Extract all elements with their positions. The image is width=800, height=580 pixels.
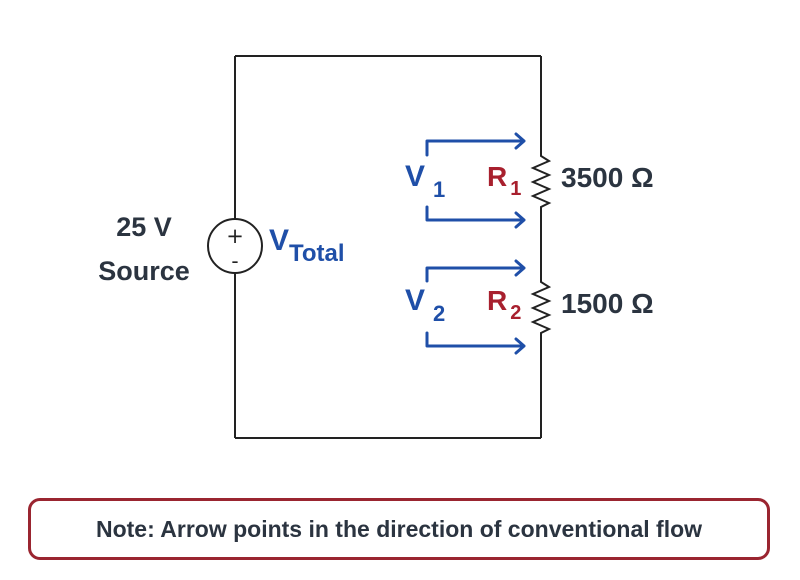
source-plus-sign: + <box>226 224 244 248</box>
note-box: Note: Arrow points in the direction of c… <box>28 498 770 560</box>
v1-arrows <box>425 132 526 229</box>
r2-symbol: R <box>487 285 507 316</box>
voltage-source: + - <box>207 218 263 274</box>
r1-value-label: 3500 Ω <box>561 162 654 193</box>
v2-arrows <box>425 259 526 355</box>
r1-subscript: 1 <box>510 178 521 200</box>
v1-bottom-arrow <box>425 205 526 229</box>
note-text: Note: Arrow points in the direction of c… <box>95 515 703 542</box>
source-voltage-label: 25 V <box>116 212 172 242</box>
v2-symbol: V <box>405 284 425 317</box>
resistor-r2-icon <box>530 276 552 338</box>
r2-value-label: 1500 Ω <box>561 288 654 319</box>
vtotal-symbol: V <box>269 224 289 257</box>
resistor-r1-icon <box>530 150 552 212</box>
v2-top-arrow <box>425 259 526 283</box>
v1-subscript: 1 <box>433 177 445 202</box>
v2-subscript: 2 <box>433 301 445 326</box>
r1-symbol: R <box>487 161 507 192</box>
source-circle-icon <box>207 218 263 274</box>
vtotal-subscript: Total <box>289 240 345 267</box>
r2-subscript: 2 <box>510 302 521 324</box>
v1-symbol: V <box>405 160 425 193</box>
source-minus-sign: - <box>231 249 238 273</box>
circuit-wires <box>234 55 542 439</box>
vtotal-label: VTotal <box>269 224 345 267</box>
source-name-label: Source <box>98 256 190 286</box>
v1-top-arrow <box>425 132 526 157</box>
v2-bottom-arrow <box>425 331 526 355</box>
